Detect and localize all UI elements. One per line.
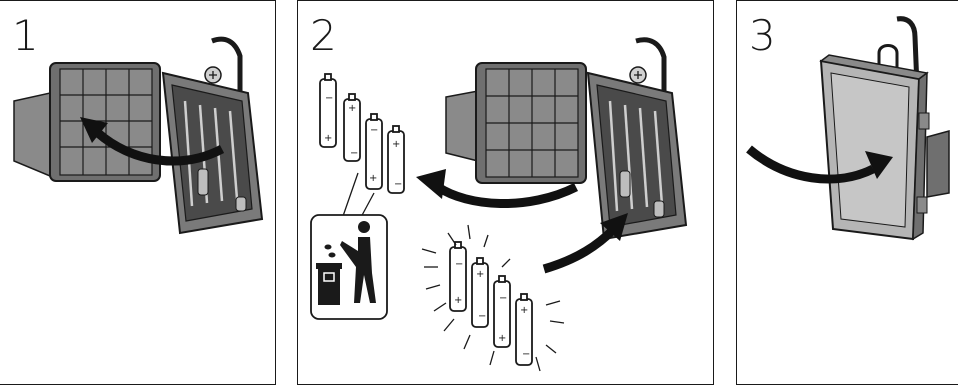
open-case-illustration	[0, 1, 276, 386]
svg-text:+: +	[476, 269, 484, 280]
shine-lines	[422, 225, 564, 371]
minus-mark: −	[325, 93, 333, 104]
step-3-panel: 3	[736, 0, 958, 385]
disposal-callout	[311, 215, 387, 319]
svg-text:−: −	[370, 125, 378, 136]
svg-text:−: −	[350, 148, 358, 159]
svg-text:−: −	[394, 179, 402, 190]
svg-text:−: −	[455, 259, 463, 270]
step-2-panel: 2 − + + − − + + −	[297, 0, 714, 385]
svg-text:+: +	[454, 295, 462, 306]
svg-text:+: +	[392, 139, 400, 150]
svg-text:−: −	[478, 311, 486, 322]
svg-text:−: −	[522, 349, 530, 360]
svg-text:−: −	[499, 293, 507, 304]
used-batteries	[320, 74, 404, 193]
step-1-panel: 1	[0, 0, 276, 385]
closed-case-illustration	[737, 1, 958, 386]
insert-arrow	[544, 229, 614, 269]
svg-text:+: +	[369, 173, 377, 184]
remove-arrow	[438, 187, 576, 204]
svg-text:+: +	[498, 333, 506, 344]
svg-text:+: +	[348, 103, 356, 114]
battery-lid	[50, 63, 160, 181]
replace-batteries-illustration: − + + − − + + −	[298, 1, 715, 386]
svg-text:+: +	[520, 305, 528, 316]
plus-mark: +	[324, 133, 332, 144]
closed-case	[821, 55, 949, 239]
